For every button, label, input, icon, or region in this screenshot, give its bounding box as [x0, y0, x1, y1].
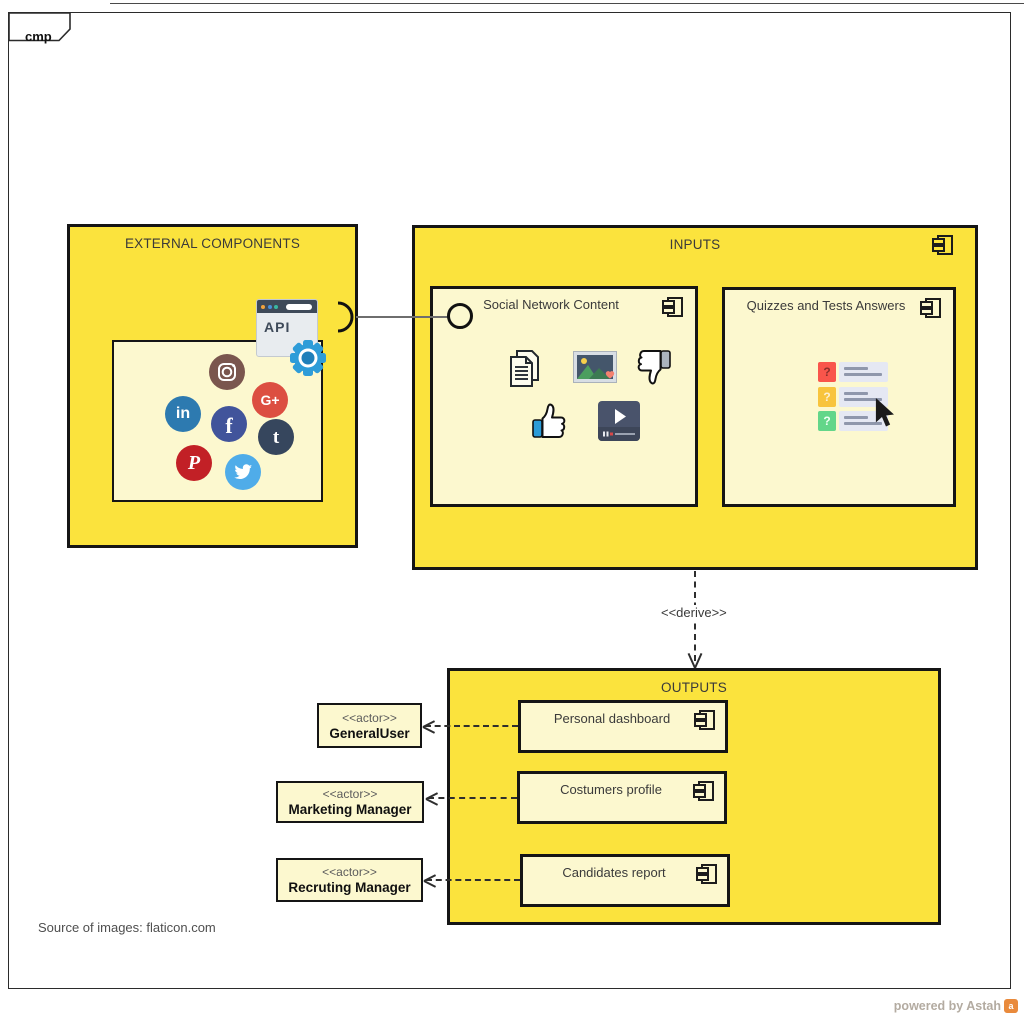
- thumbs-down-icon: [632, 348, 672, 393]
- quiz-answer-bars: [839, 411, 888, 431]
- derive-label: <<derive>>: [658, 605, 730, 620]
- quiz-question-square: ?: [818, 386, 836, 407]
- candidates-report-component[interactable]: Candidates report: [520, 854, 730, 907]
- dependency-personal-dashboard-to-generaluser: [425, 725, 518, 727]
- diagram-type-label: cmp: [25, 29, 52, 44]
- gear-icon: [287, 337, 329, 384]
- quizzes-tests-answers-title: Quizzes and Tests Answers: [746, 298, 906, 313]
- actor-name: Recruting Manager: [288, 880, 411, 895]
- pinterest-icon: P: [176, 445, 212, 481]
- inputs-box[interactable]: INPUTS Social Network Content: [412, 225, 978, 570]
- video-player-icon: [598, 401, 640, 446]
- external-components-box[interactable]: EXTERNAL COMPONENTS G+ in f t P API: [67, 224, 358, 548]
- facebook-glyph: f: [225, 413, 233, 438]
- component-icon: [694, 710, 715, 730]
- actor-stereotype: <<actor>>: [322, 787, 378, 801]
- component-icon: [920, 298, 941, 318]
- documents-icon: [506, 348, 544, 393]
- diagram-frame: [8, 12, 1011, 989]
- interface-connector-line: [356, 316, 448, 318]
- tumblr-glyph: t: [272, 426, 280, 448]
- thumbs-up-icon: [531, 400, 571, 445]
- costumers-profile-label: Costumers profile: [560, 782, 662, 797]
- dependency-candidates-report-to-recruting-manager: [426, 879, 520, 881]
- twitter-icon: [225, 454, 261, 490]
- component-icon: [662, 297, 683, 317]
- inputs-title: INPUTS: [669, 237, 721, 252]
- quiz-question-square: ?: [818, 362, 836, 382]
- watermark-text: powered by Astah: [893, 999, 1001, 1013]
- diagram-type-tab: cmp: [8, 12, 72, 44]
- external-components-title: EXTERNAL COMPONENTS: [124, 236, 301, 251]
- quiz-list-icon: ? ? ?: [818, 362, 888, 436]
- actor-general-user[interactable]: <<actor>> GeneralUser: [317, 703, 422, 748]
- google-plus-glyph: G+: [260, 392, 280, 408]
- quiz-answer-bars: [839, 386, 888, 407]
- linkedin-glyph: in: [175, 405, 191, 422]
- component-icon: [696, 864, 717, 884]
- cursor-icon: [874, 398, 897, 435]
- candidates-report-label: Candidates report: [562, 865, 666, 880]
- dependency-costumers-profile-to-marketing-manager: [428, 797, 517, 799]
- actor-name: GeneralUser: [329, 725, 410, 741]
- facebook-icon: f: [211, 406, 247, 442]
- tumblr-icon: t: [258, 419, 294, 455]
- personal-dashboard-label: Personal dashboard: [553, 711, 671, 726]
- top-edge-line: [110, 3, 1024, 4]
- tab-shape-icon: [8, 12, 71, 42]
- source-note: Source of images: flaticon.com: [38, 920, 216, 935]
- api-browser-header: [257, 300, 317, 313]
- actor-recruting-manager[interactable]: <<actor>> Recruting Manager: [276, 858, 423, 902]
- component-icon: [693, 781, 714, 801]
- watermark: powered by Astah a: [894, 999, 1018, 1013]
- provided-interface-ball-icon: [447, 303, 473, 329]
- social-network-content-component[interactable]: Social Network Content: [430, 286, 698, 507]
- photo-icon: [573, 351, 617, 390]
- actor-stereotype: <<actor>>: [342, 710, 397, 725]
- instagram-icon: [209, 354, 245, 390]
- personal-dashboard-component[interactable]: Personal dashboard: [518, 700, 728, 753]
- social-network-content-title: Social Network Content: [483, 297, 619, 312]
- actor-name: Marketing Manager: [288, 802, 412, 817]
- component-icon: [932, 235, 953, 255]
- actor-stereotype: <<actor>>: [322, 865, 377, 879]
- api-label: API: [264, 319, 291, 335]
- quizzes-tests-answers-component[interactable]: Quizzes and Tests Answers ? ? ?: [722, 287, 956, 507]
- astah-logo-icon: a: [1004, 999, 1018, 1013]
- required-interface-socket-icon: [335, 301, 355, 338]
- outputs-title: OUTPUTS: [661, 680, 727, 695]
- derive-arrowhead-icon: [687, 652, 703, 668]
- linkedin-icon: in: [165, 396, 201, 432]
- google-plus-icon: G+: [252, 382, 288, 418]
- actor-marketing-manager[interactable]: <<actor>> Marketing Manager: [276, 781, 424, 823]
- quiz-answer-bars: [839, 362, 888, 382]
- costumers-profile-component[interactable]: Costumers profile: [517, 771, 727, 824]
- quiz-question-square: ?: [818, 411, 836, 431]
- pinterest-glyph: P: [187, 452, 201, 474]
- outputs-box[interactable]: OUTPUTS Personal dashboard Costumers pro…: [447, 668, 941, 925]
